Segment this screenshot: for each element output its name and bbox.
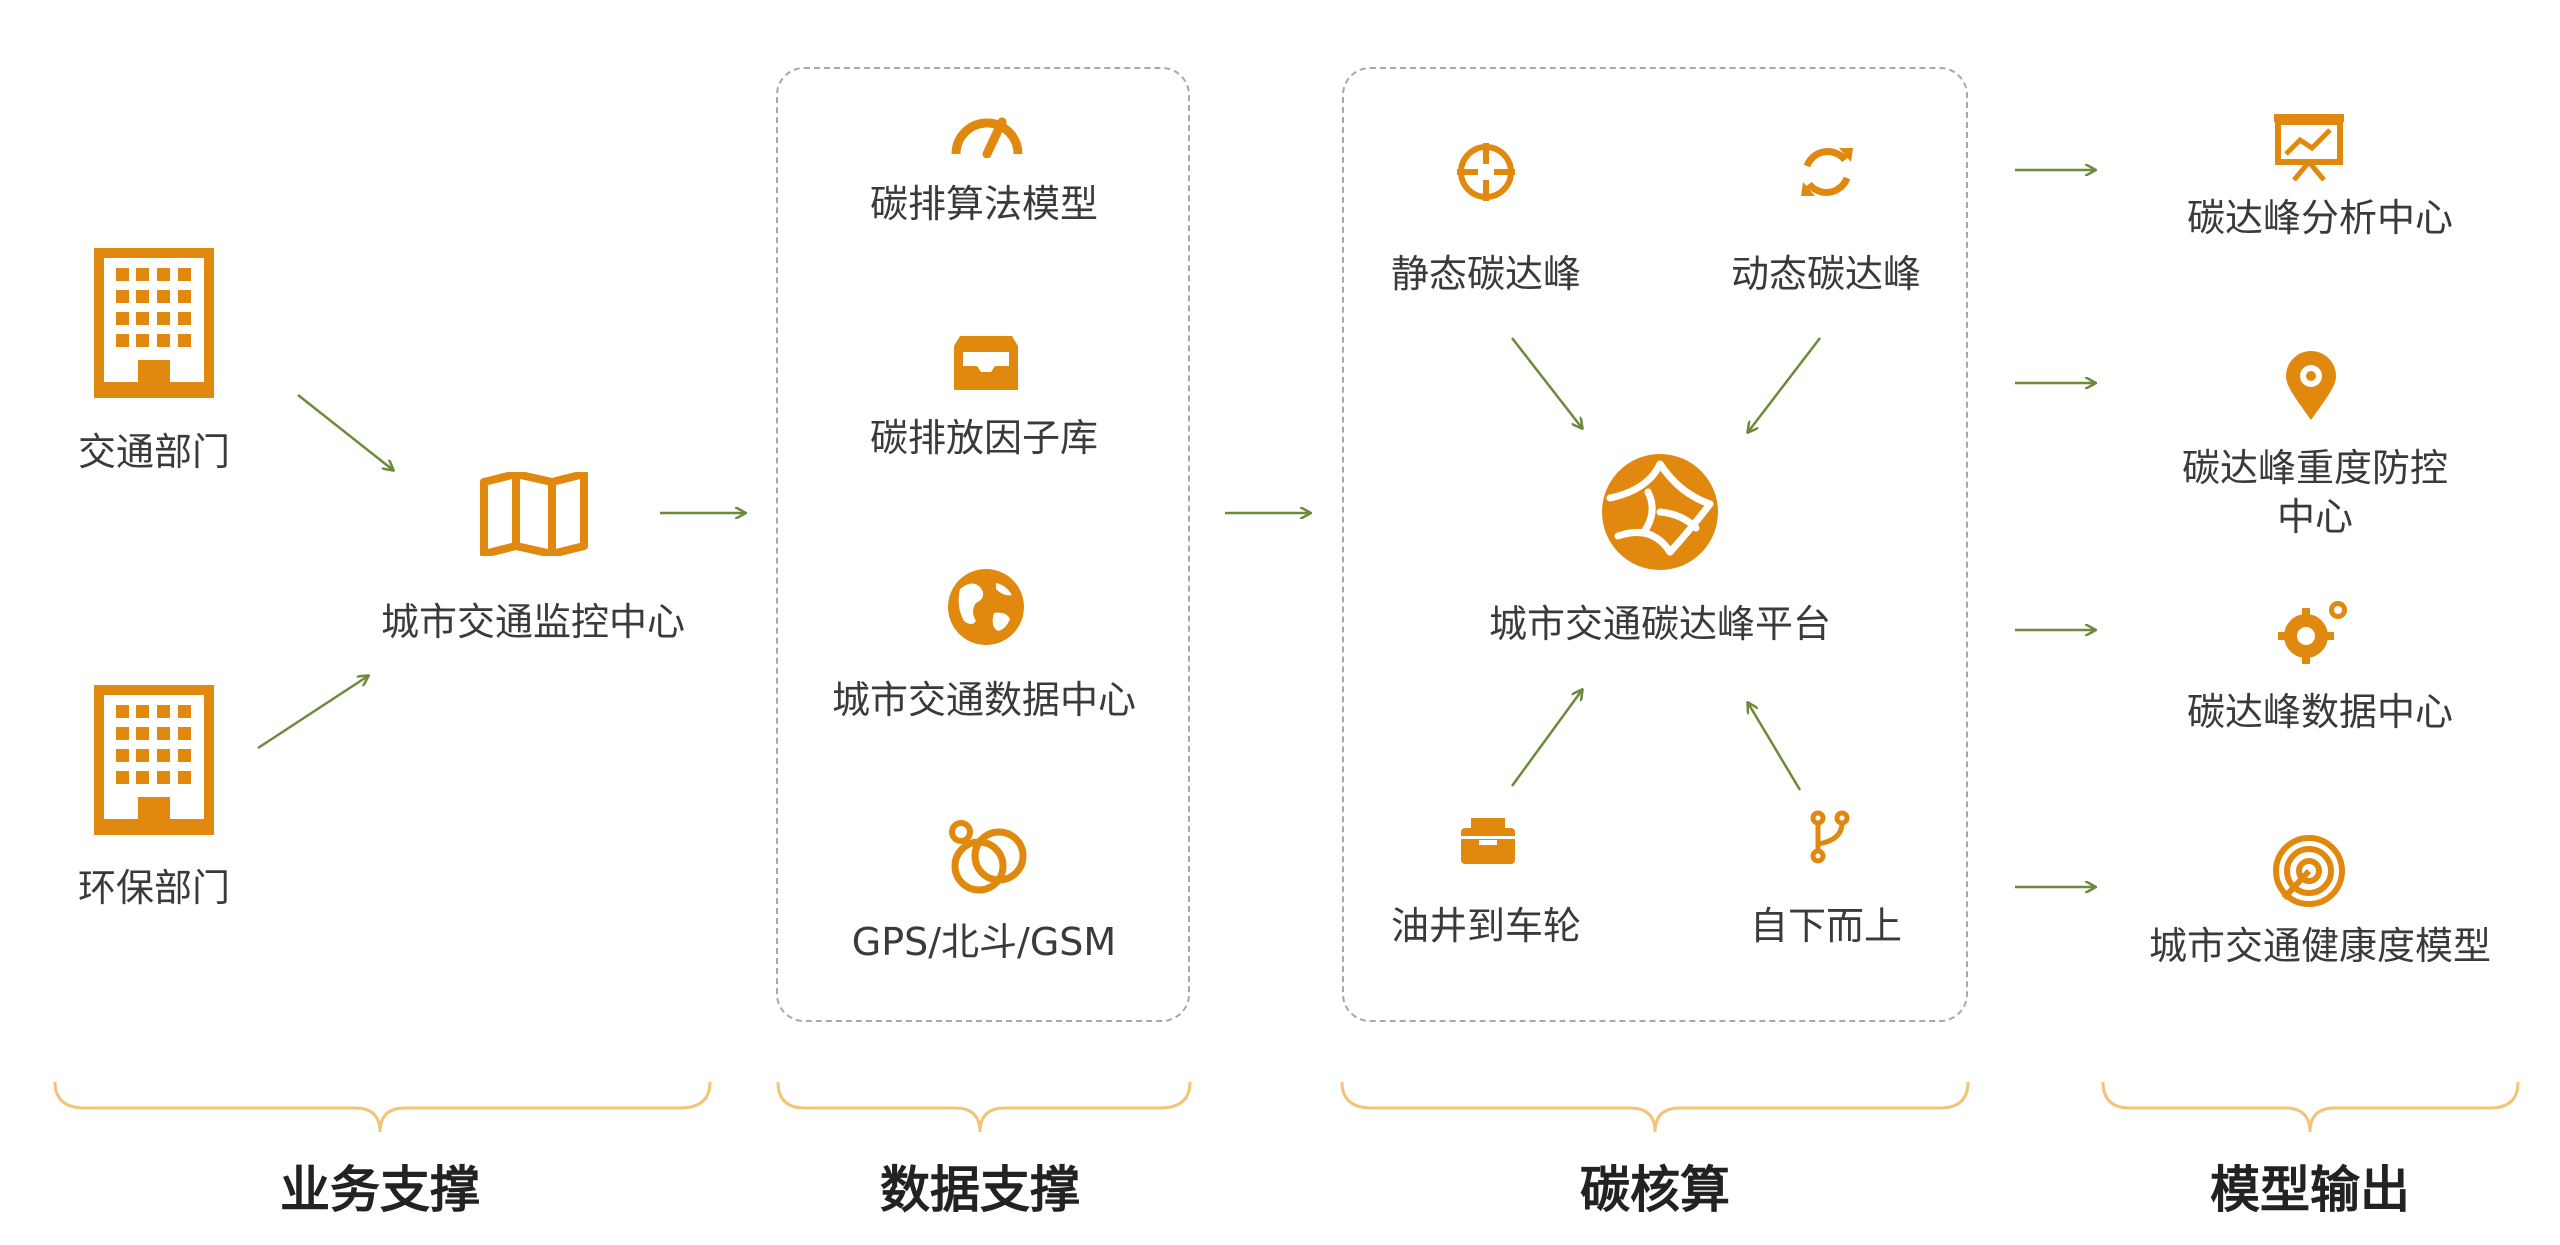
brace-carbon (1340, 1081, 1970, 1133)
dynamic-peak-label: 动态碳达峰 (1730, 252, 1921, 296)
presentation-board-icon (2274, 114, 2344, 182)
peak-control-center-label: 碳达峰重度防控中心 (2181, 446, 2448, 540)
globe-icon (948, 569, 1024, 645)
brace-data-support (776, 1081, 1192, 1133)
algorithm-model-label: 碳排算法模型 (869, 182, 1098, 226)
data-center-label: 城市交通数据中心 (831, 678, 1136, 722)
arrow-well-to-center (1510, 690, 1582, 787)
network-globe-icon (1602, 454, 1718, 570)
environment-department-label: 环保部门 (77, 866, 230, 910)
brace-business (53, 1081, 712, 1133)
inbox-tray-icon (954, 336, 1018, 390)
data-support-group-box (776, 67, 1190, 1022)
monitoring-center-label: 城市交通监控中心 (380, 600, 685, 644)
building-icon (94, 685, 214, 835)
static-peak-label: 静态碳达峰 (1390, 252, 1581, 296)
refresh-icon (1801, 148, 1853, 196)
rings-icon (949, 820, 1027, 894)
bottom-up-label: 自下而上 (1749, 904, 1902, 948)
toolbox-icon (1461, 818, 1515, 864)
gps-beidou-gsm-label: GPS/北斗/GSM (851, 920, 1117, 964)
brace-outputs (2101, 1081, 2520, 1133)
emission-factor-db-label: 碳排放因子库 (869, 416, 1098, 460)
well-to-wheel-label: 油井到车轮 (1390, 904, 1581, 948)
arrow-env-to-hub (257, 676, 368, 750)
category-model-output: 模型输出 (2210, 1161, 2410, 1219)
peak-analysis-center-label: 碳达峰分析中心 (2186, 196, 2453, 240)
traffic-health-model-label: 城市交通健康度模型 (2148, 924, 2491, 968)
category-carbon-accounting: 碳核算 (1580, 1161, 1730, 1219)
speedometer-icon (951, 117, 1023, 158)
arrow-bottomup-to-center (1748, 703, 1802, 791)
arrow-dynamic-to-center (1748, 337, 1821, 432)
arrow-traffic-to-hub (297, 394, 393, 470)
category-business-support: 业务支撑 (280, 1161, 480, 1219)
traffic-department-label: 交通部门 (77, 430, 230, 474)
folded-map-icon (480, 472, 588, 556)
category-data-support: 数据支撑 (880, 1161, 1080, 1219)
building-icon (94, 248, 214, 398)
arrow-static-to-center (1511, 337, 1582, 428)
carbon-accounting-group-box (1342, 67, 1968, 1022)
peak-data-center-label: 碳达峰数据中心 (2186, 690, 2453, 734)
gears-icon (2278, 601, 2347, 664)
crosshair-icon (1457, 143, 1515, 201)
target-icon (2273, 835, 2345, 907)
carbon-platform-label: 城市交通碳达峰平台 (1488, 602, 1831, 646)
location-pin-icon (2286, 351, 2336, 420)
branch-icon (1810, 810, 1850, 864)
